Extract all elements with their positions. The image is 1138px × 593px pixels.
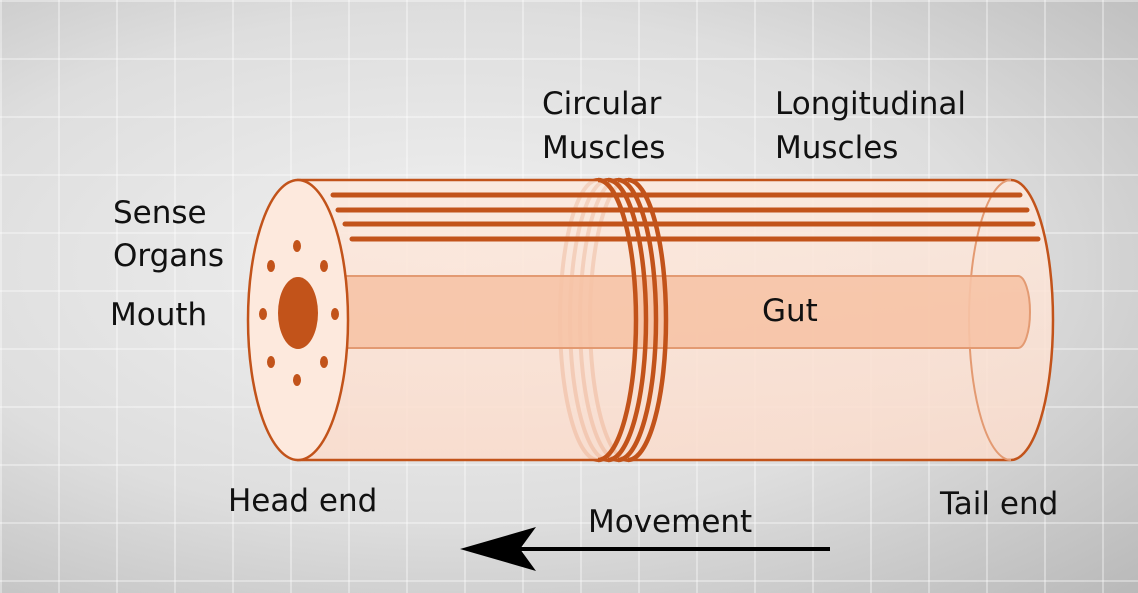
- sense-organ-dot: [267, 260, 275, 272]
- circular-muscles-label-line1: Circular: [542, 86, 662, 122]
- sense-organ-dot: [259, 308, 267, 320]
- longitudinal-muscles-label-line1: Longitudinal: [775, 86, 966, 122]
- sense-organs-label-line2: Organs: [113, 238, 224, 274]
- sense-organ-dot: [320, 356, 328, 368]
- circular-muscles-label-line2: Muscles: [542, 130, 665, 166]
- longitudinal-muscles-label-line2: Muscles: [775, 130, 898, 166]
- movement-arrow: [460, 527, 830, 571]
- gut-label: Gut: [762, 293, 818, 329]
- movement-label: Movement: [588, 504, 752, 540]
- longitudinal-muscles: [330, 192, 1041, 242]
- sense-organ-dots: [259, 240, 339, 386]
- circular-muscles-front: [597, 177, 669, 463]
- sense-organ-dot: [320, 260, 328, 272]
- mouth-label: Mouth: [110, 297, 207, 333]
- sense-organ-dot: [293, 374, 301, 386]
- mouth-opening: [278, 277, 318, 349]
- sense-organ-dot: [331, 308, 339, 320]
- sense-organs-label-line1: Sense: [113, 195, 207, 231]
- head-end-label: Head end: [228, 483, 377, 519]
- sense-organ-dot: [293, 240, 301, 252]
- sense-organ-dot: [267, 356, 275, 368]
- tail-end-label: Tail end: [939, 486, 1058, 522]
